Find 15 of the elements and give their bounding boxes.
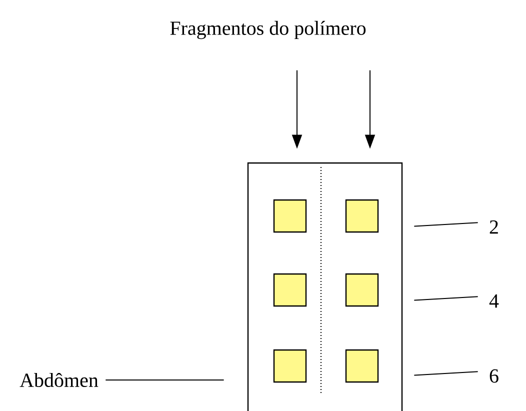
callout-number: 6 xyxy=(490,369,498,383)
callout-number: 2 xyxy=(490,220,498,234)
pad-square xyxy=(273,273,307,307)
label-text: Fragmentos do polímero xyxy=(170,20,366,40)
pad-square xyxy=(345,273,379,307)
body-part-label: Abdômen xyxy=(20,372,98,388)
pad-square xyxy=(345,349,379,383)
leader-line xyxy=(414,371,478,376)
pad-square xyxy=(273,199,307,233)
leader-line xyxy=(414,222,478,227)
callout-number: 4 xyxy=(489,294,499,308)
strip-outline xyxy=(247,162,403,411)
pad-square xyxy=(273,349,307,383)
leader-line xyxy=(414,296,478,301)
pad-square xyxy=(345,199,379,233)
